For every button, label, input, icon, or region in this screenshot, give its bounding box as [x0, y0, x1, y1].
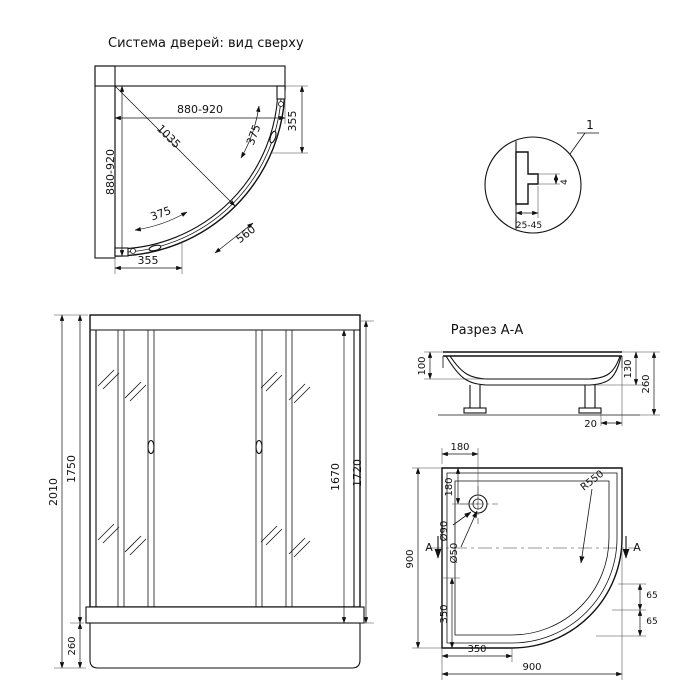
section-title: Разрез А-А: [451, 323, 524, 338]
dim-arc-door-right: [240, 105, 261, 159]
tray-rim-section: [443, 351, 622, 357]
dim-leg-offset: 20: [584, 419, 597, 430]
tray-legs: [469, 385, 596, 408]
tray-rim-front: [85, 606, 365, 624]
dim-drain-inner: Ø50: [448, 543, 460, 564]
dim-tray-height: 260: [67, 636, 78, 655]
diagonal-dim-line: [114, 85, 236, 207]
hinge-right: [278, 101, 284, 107]
dim-width-top: 880-920: [177, 103, 223, 116]
dim-drain-outer: Ø90: [438, 521, 450, 542]
dim-side-bottom-tray: 900: [522, 662, 541, 673]
leg-foot-right: [578, 407, 602, 414]
door-handle-left: [148, 244, 162, 252]
tray-bowl-inner: [449, 355, 621, 380]
dim-arc-door-left: [134, 211, 188, 232]
front-view-drawing: 2010 1750 260 1670 1720: [47, 314, 374, 669]
hinge-bottom: [130, 248, 136, 254]
detail-content: [486, 138, 560, 232]
tray-outline-mid: [446, 472, 618, 644]
dim-edge-b: 65: [646, 617, 657, 627]
wall-profile-right: [276, 85, 286, 100]
dim-adjust-range: 25-45: [516, 221, 542, 231]
tray-top-view-drawing: A A 180 180 Ø90 Ø50 900 350 350 900 R550: [405, 442, 658, 680]
door-handle-left-front: [147, 439, 155, 455]
dim-door-right: 375: [244, 123, 263, 147]
dim-line-arc-chord: [214, 222, 254, 254]
dim-diagonal: 1035: [154, 122, 183, 151]
wall-inner-faces: [114, 85, 285, 256]
dim-bowl-depth: 100: [417, 356, 428, 375]
dim-door-height: 1670: [329, 463, 342, 491]
dim-side-bottom: 355: [138, 254, 159, 267]
dim-straight-bottom: 350: [467, 644, 486, 655]
detail-leader-line: [569, 132, 599, 155]
tray-bowl-outer: [445, 355, 622, 386]
dim-edge-a: 65: [646, 591, 657, 601]
brick-wall-top: [94, 65, 286, 87]
detail-label: 1: [586, 118, 594, 132]
dim-profile-step: 4: [560, 179, 570, 185]
wall-profile-bottom: [114, 247, 129, 257]
dim-side-right: 355: [286, 111, 299, 132]
detail-circle: [484, 136, 582, 234]
dim-rim-height: 130: [623, 359, 634, 378]
radius-leader: [579, 488, 593, 564]
dim-drain-x: 180: [450, 442, 469, 453]
dim-frame-height: 1750: [65, 455, 78, 483]
door-handle-right: [269, 130, 277, 144]
tray-outline-outer: [441, 467, 623, 649]
cabin-frame: [89, 314, 361, 608]
dim-glass-height: 1720: [351, 459, 364, 487]
dim-straight-left: 350: [439, 604, 450, 623]
dim-width-left: 880-920: [104, 149, 117, 195]
dim-drain-y: 180: [444, 477, 455, 496]
section-view-drawing: Разрез А-А 100 130 260 20: [417, 323, 660, 430]
section-marker-right: A: [633, 541, 641, 554]
top-view-title: Система дверей: вид сверху: [108, 36, 304, 51]
detail-callout-drawing: 25-45 4 1: [484, 118, 599, 234]
dim-total-height: 2010: [47, 478, 60, 506]
section-marker-left: A: [425, 541, 433, 554]
dim-total-height-section: 260: [641, 374, 652, 393]
top-view-drawing: Система дверей: вид сверху 1035 880-920 …: [94, 36, 308, 274]
dim-arc-chord: 560: [234, 223, 259, 246]
tray-apron-front: [89, 622, 361, 669]
glass-panel-mullions: [117, 330, 293, 607]
dim-side-left: 900: [405, 549, 416, 568]
door-handle-right-front: [255, 439, 263, 455]
leg-foot-left: [463, 407, 487, 414]
tray-outline-inner: [454, 480, 610, 636]
